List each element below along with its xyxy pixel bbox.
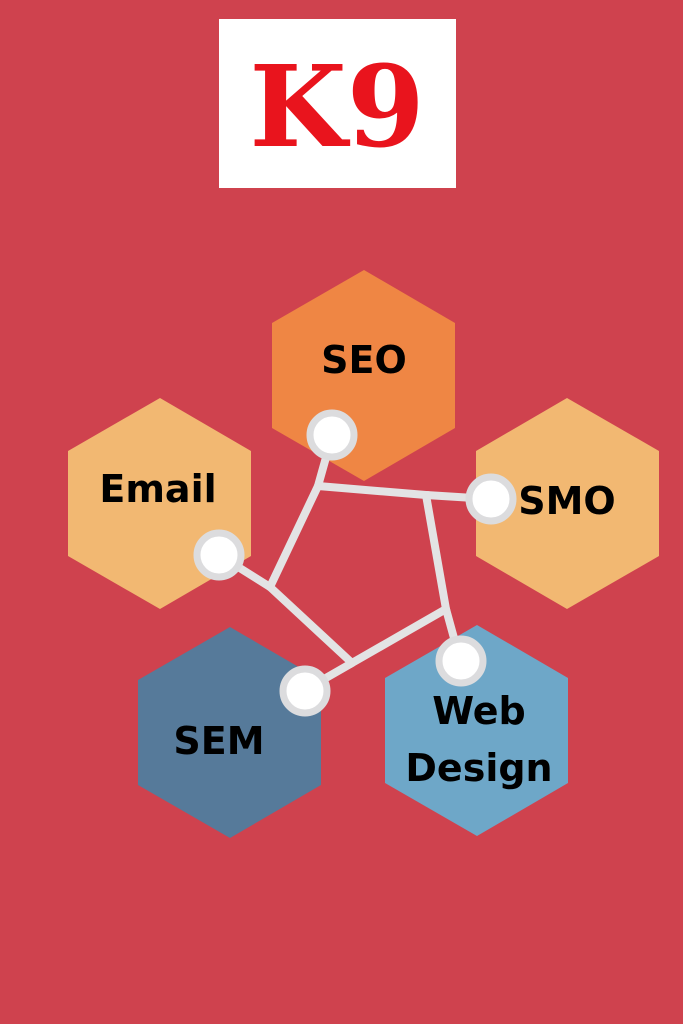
seo-node-dot <box>306 409 358 461</box>
sem-label: SEM <box>173 719 264 763</box>
logo-box <box>219 19 456 188</box>
connector-pentagon <box>265 482 451 668</box>
web-design-hexagon <box>385 625 568 836</box>
connector-nodes <box>193 409 517 717</box>
logo-text: K9 <box>249 42 424 173</box>
web-design-label-line1: Web <box>432 689 526 733</box>
email-label: Email <box>99 467 216 511</box>
smo-node-dot <box>465 473 517 525</box>
sem-hexagon <box>138 627 321 838</box>
sem-node-dot <box>279 665 331 717</box>
smo-hexagon <box>476 398 659 609</box>
seo-label: SEO <box>321 338 407 382</box>
logo: K9 <box>219 19 456 188</box>
email-node-dot <box>193 529 245 581</box>
web-design-node-dot <box>435 635 487 687</box>
smo-label: SMO <box>518 479 616 523</box>
hexagon-group <box>68 270 659 838</box>
web-design-label-line2: Design <box>405 746 552 790</box>
labels: SEO SMO Email SEM Web Design <box>99 338 615 790</box>
